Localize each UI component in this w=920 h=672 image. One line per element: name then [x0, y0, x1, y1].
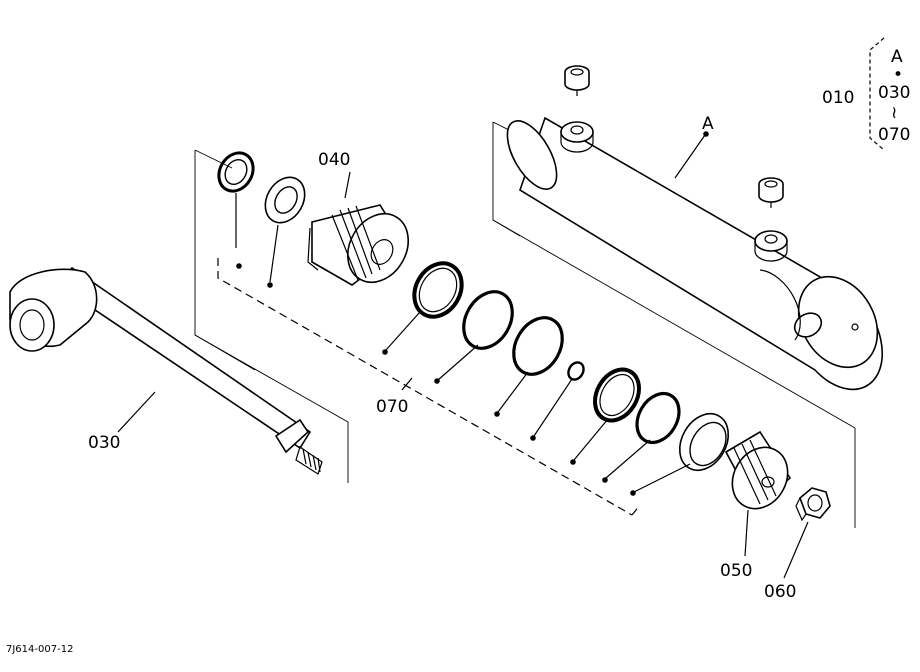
o-ring-small [567, 361, 585, 381]
nut [795, 487, 831, 522]
label-060: 060 [764, 582, 796, 602]
label-070: 070 [376, 397, 408, 417]
legend-070: 070 [878, 125, 910, 145]
piston-seal [678, 412, 730, 472]
cylinder-tube [506, 116, 884, 391]
backup-ring-2 [593, 367, 641, 423]
label-040: 040 [318, 150, 350, 170]
label-050: 050 [720, 561, 752, 581]
drawing-code: 7J614-007-12 [6, 644, 73, 655]
legend-tilde: ≀ [891, 103, 897, 123]
o-ring-1 [462, 290, 514, 350]
grease-fitting-bottom [758, 177, 784, 208]
label-030: 030 [88, 433, 120, 453]
legend-a: A [891, 47, 903, 67]
piston-rod [9, 266, 323, 475]
wiper-seal [217, 151, 255, 193]
group-frame-rod [194, 149, 349, 483]
backup-ring-1 [412, 261, 464, 319]
cylinder-head [307, 204, 409, 286]
group-frame-seals [217, 258, 641, 516]
rod-seal [264, 176, 306, 224]
o-ring-3 [635, 391, 681, 445]
o-ring-2 [512, 316, 564, 376]
legend-030: 030 [878, 83, 910, 103]
legend-dot: • [893, 65, 903, 85]
assembly-legend: 010 A • 030 ≀ 070 [822, 37, 910, 151]
piston [724, 430, 792, 510]
leader-lines [117, 131, 809, 579]
label-010: 010 [822, 88, 854, 108]
label-ref-a: A [702, 114, 714, 134]
grease-fitting-top [564, 65, 590, 96]
